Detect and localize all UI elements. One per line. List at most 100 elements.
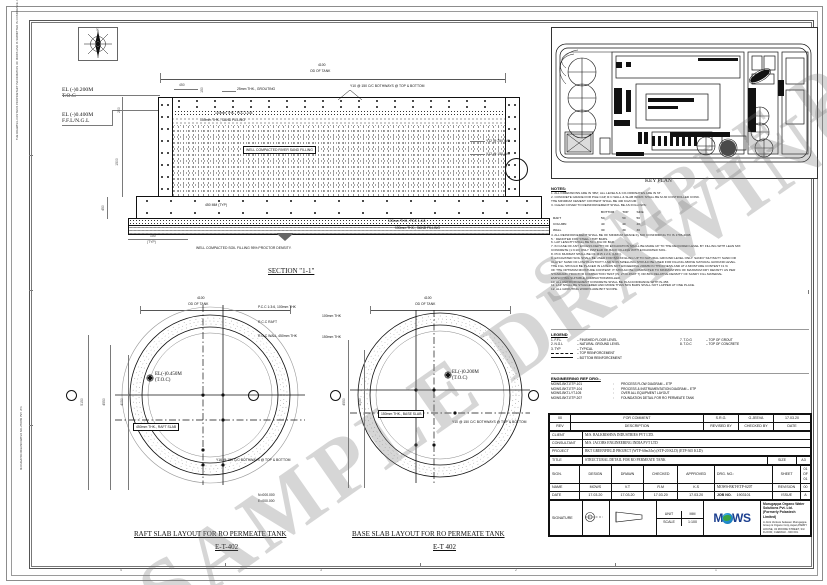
sheet-value: 01 OF 01	[800, 465, 811, 484]
annotation-top-rebar-label: Y10 @ 150 C/C BOTHWAYS @ TOP & BOTTOM	[350, 84, 425, 88]
dim-tick	[505, 73, 506, 83]
size-value: A3	[796, 456, 811, 465]
title-block: 00 FOR COMMENT S.R.G. G.JEEVA 17.03.20 R…	[548, 413, 812, 538]
ffl-leader	[62, 125, 112, 126]
note-item: EMPLOYING SUITABLE COMPACTION/ROLLER.	[551, 275, 621, 280]
company-name: Murugappa Organo Water Solutions Pvt. Lt…	[763, 502, 805, 511]
note-item: CONCRETE (1:3:10) ONLY INSTEAD OF BACK F…	[551, 248, 667, 253]
note-item: 7. IN CASE OF ANY EXCESS DEPTH OF EXCAVA…	[551, 244, 741, 249]
border-label-3: 3	[320, 568, 322, 572]
plan-left-dim-4550: 4550	[101, 398, 106, 406]
plan-left-elevation: EL(-)0.450M (T.O.C)	[155, 372, 182, 384]
north-arrow: N	[78, 27, 118, 61]
plan-right-dim-4550: 4550	[341, 398, 346, 406]
plan-right-dimline	[370, 310, 510, 311]
job-no-label: JOB NO.	[716, 493, 732, 497]
note-item: 12. ALL GROUTING WORKS ARE BKT SCOPE.	[551, 287, 618, 292]
sheet-label: SHEET	[772, 465, 801, 484]
sign-header-row: SIGN. DESIGN DRAWN CHECKED APPROVED DRG.…	[549, 465, 811, 484]
annotation-sand-top: 150mm THK., SAND FILLING	[200, 118, 245, 122]
cover-header-side: SIDE	[636, 209, 644, 214]
eng-ref-sep: :	[613, 391, 614, 396]
revision-value: 00	[800, 483, 811, 492]
border-label-4: 4	[120, 568, 122, 572]
dim-v-left2	[110, 345, 111, 490]
dim-wall-value: 450	[179, 83, 185, 87]
dim-overall-line	[160, 79, 505, 80]
drg-no-label: DRG. NO.:	[713, 465, 774, 484]
note-item: 3. CLEAR COVER TO REINFORCEMENT SHALL BE…	[551, 202, 647, 207]
leader-y12b	[470, 154, 485, 155]
plan-right-leader-2: 150mm THK	[322, 335, 341, 339]
title-row: TITLE STRUCTURAL DETAIL FOR RO PERMEATE …	[549, 456, 811, 465]
elevation-ffl-sub: F.F.L/N.G.L	[62, 118, 90, 125]
plan-right-dim-top-sub: OD OF TANK	[415, 302, 436, 306]
note-item: 6. LAP LENGTH SHALL BE 50 x DIA OF BAR.	[551, 240, 615, 245]
cover-row-label: RAFT	[553, 215, 562, 220]
revision-revised-by: S.R.G.	[703, 414, 739, 423]
project-row: PROJECT BKT GREENFIELD PROJECT (WTP-60m3…	[549, 447, 811, 456]
dim-tick	[140, 306, 141, 314]
revision-number: 00	[549, 414, 571, 423]
elevation-tog-sub: T.O.G	[62, 93, 76, 100]
dim-pcc-proj-line	[128, 239, 188, 240]
mows-logo-cell: M WS	[703, 499, 761, 537]
annotation-y12-250: Y12 @ 250 C/C	[486, 139, 510, 143]
revised-by-label: REVISED BY	[703, 422, 739, 431]
eng-ref-sep: :	[613, 386, 614, 391]
eng-ref-row: MOWS-BKT-LYT-105 : OVER ALL EQUIPMENT LA…	[551, 391, 809, 396]
plan-left-coord-n: N=000.000	[258, 493, 275, 497]
size-label: SIZE	[767, 456, 797, 465]
plan-right-dim-4050: 4050	[357, 398, 362, 406]
legend-desc: – TYPICAL	[577, 346, 593, 351]
col-approved: APPROVED	[677, 465, 715, 484]
cover-cell: 50	[601, 215, 605, 220]
company-address: A Joint Venture between Murugappa Group …	[763, 520, 808, 535]
legend-item: – TOP REINFORCEMENT	[551, 351, 680, 355]
title-label: TITLE	[549, 456, 583, 465]
legend-desc: – BOTTOM REINFORCEMENT	[577, 355, 622, 360]
grid-bubble	[248, 390, 259, 401]
mows-logo: M WS	[706, 502, 758, 534]
legend-desc: – TOP OF CONCRETE	[706, 342, 740, 347]
projection-symbol-cell	[582, 499, 610, 537]
project-value: BKT GREENFIELD PROJECT (WTP-60m3/hr) (ST…	[582, 447, 811, 456]
annotation-compacted-soil: WELL COMPACTED SOIL FILLING 95% PROCTOR …	[196, 246, 292, 250]
date-approved: 17.03.20	[677, 491, 715, 500]
border-tick	[615, 563, 616, 567]
note-item: 1. ALL DIMENSIONS ARE IN 'MM', ALL LEVEL…	[551, 191, 662, 195]
legend-item: 1. F.F.L – FINISHED FLOOR LEVEL	[551, 338, 680, 342]
eng-ref-sep: :	[613, 395, 614, 400]
border-label-1: 1	[715, 568, 717, 572]
cover-header-top: TOP	[622, 209, 629, 214]
company-sub: (Formerly Polastech Limited)	[763, 510, 796, 519]
client-value: M/S. BALKRISHNA INDUSTRIES PVT LTD.	[582, 431, 811, 440]
legend-col-right: 7. T.O.G – TOP OF GROUT 8. T.O.C – TOP O…	[680, 338, 809, 360]
plan-left-rebar-note: Y16 @ 150 C/C BOTHWAYS @ TOP & BOTTOM	[216, 458, 291, 462]
sheet-border-outer	[6, 6, 823, 581]
revision-header-row: REV DESCRIPTION REVISED BY CHECKED BY DA…	[549, 422, 811, 431]
sign-label: SIGN.	[549, 465, 580, 484]
revision-checked-by: G.JEEVA	[738, 414, 774, 423]
legend-key: 3. TYP	[551, 346, 561, 351]
job-no-cell: JOB NO. 1903101	[713, 491, 774, 500]
legend-key: 2. N.G.L	[551, 342, 563, 347]
dim-v1	[122, 97, 123, 125]
scale-label: SCALE	[657, 517, 682, 526]
dim-side-1500: 1500	[114, 158, 119, 166]
ground-symbol	[276, 233, 294, 241]
annotation-pcc-top: 100mm THK., PCC 1:4:8	[215, 111, 253, 115]
eng-ref-desc: OVER ALL EQUIPMENT LAYOUT	[621, 391, 670, 396]
revision-label: REVISION	[772, 483, 801, 492]
date-drawn: 17.03.20	[610, 491, 645, 500]
unit-value: MM	[681, 510, 703, 519]
consultant-label: CONSULTANT	[549, 439, 583, 448]
note-item: CLAYEY SAND OF LOW PLASTICITY AND NON SW…	[551, 259, 737, 264]
annotation-450mm-typ: 450 MM (TYP)	[204, 203, 229, 208]
sheet-border-mid	[11, 11, 818, 576]
plan-left-dimline	[140, 310, 290, 311]
legend-item: 7. T.O.G – TOP OF GROUT	[680, 338, 809, 342]
legend-item: 8. T.O.C – TOP OF CONCRETE	[680, 342, 809, 346]
legend-desc: – TOP REINFORCEMENT	[577, 351, 615, 356]
eng-ref-no: MOWS-BKT-ETP-104	[551, 386, 582, 391]
